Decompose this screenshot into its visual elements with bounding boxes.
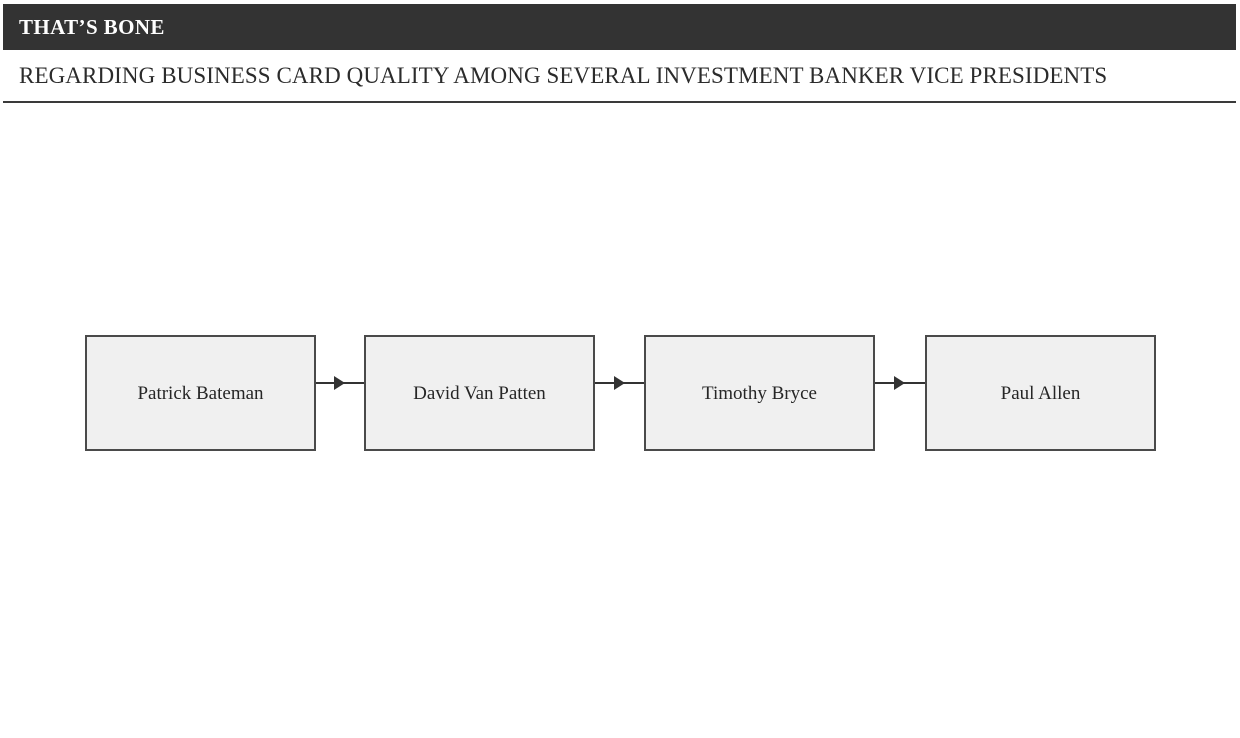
flow-node-n4[interactable]: Paul Allen <box>925 335 1156 451</box>
title-bar: THAT’S BONE <box>3 4 1236 50</box>
flow-node-label: Timothy Bryce <box>702 382 817 404</box>
page-title: THAT’S BONE <box>19 14 165 39</box>
diagram-canvas: Patrick Bateman David Van Patten Timothy B… <box>3 103 1236 735</box>
flow-edge-n3-to-n4 <box>875 373 925 393</box>
flow-node-label: David Van Patten <box>413 382 546 404</box>
flow-node-label: Paul Allen <box>1000 382 1081 404</box>
subtitle-bar: REGARDING BUSINESS CARD QUALITY AMONG SE… <box>3 50 1236 103</box>
flow-edge-n2-to-n3 <box>595 373 644 393</box>
flow-node-n1[interactable]: Patrick Bateman <box>85 335 316 451</box>
flow-node-label: Patrick Bateman <box>137 382 264 404</box>
page-subtitle: REGARDING BUSINESS CARD QUALITY AMONG SE… <box>19 63 1108 88</box>
flow-edge-n1-to-n2 <box>316 373 364 393</box>
flow-node-n3[interactable]: Timothy Bryce <box>644 335 875 451</box>
flow-node-n2[interactable]: David Van Patten <box>364 335 595 451</box>
